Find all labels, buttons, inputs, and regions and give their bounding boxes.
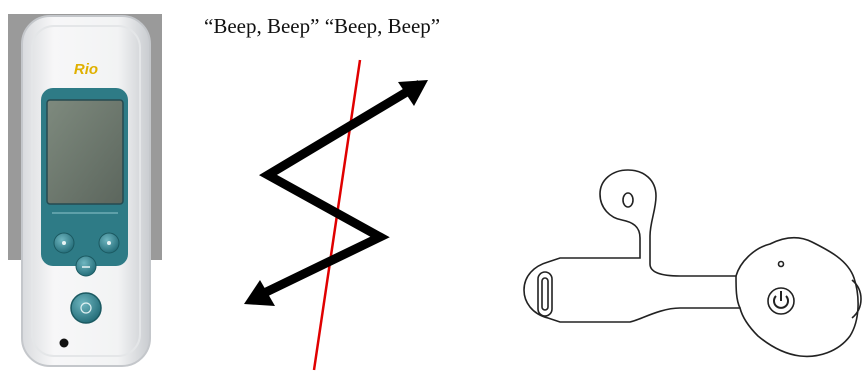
device-power-button[interactable] (71, 293, 101, 323)
wearable-sensor (524, 170, 861, 356)
sensor-top-hole (623, 193, 633, 207)
device-brand-logo: Rio (74, 61, 98, 78)
device-lcd-screen (47, 100, 123, 204)
sensor-strap-slot-inner (542, 278, 548, 310)
zigzag-path (258, 84, 420, 296)
zigzag-signal-arrow (244, 80, 428, 306)
sensor-outline (524, 170, 858, 356)
device-left-button-dot (62, 241, 66, 245)
handheld-device: Rio (8, 14, 162, 366)
sensor-right-clip (852, 280, 861, 318)
device-down-button[interactable] (76, 256, 96, 276)
device-right-button-dot (107, 241, 111, 245)
power-icon (774, 291, 788, 308)
sensor-seam (736, 276, 740, 308)
device-sensor-port (60, 339, 69, 348)
sensor-led-indicator (779, 262, 784, 267)
